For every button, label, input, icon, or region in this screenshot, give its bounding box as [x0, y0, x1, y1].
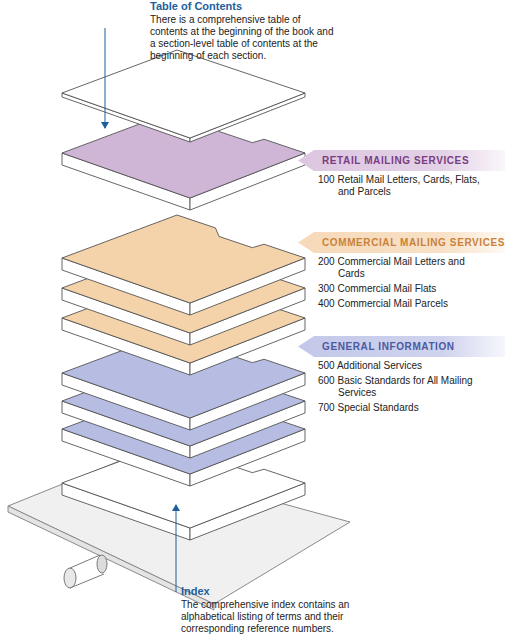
section-banner: GENERAL INFORMATION — [298, 336, 505, 357]
section-callout: RETAIL MAILING SERVICES 100 Retail Mail L… — [298, 150, 505, 198]
section-banner: COMMERCIAL MAILING SERVICES — [298, 232, 505, 253]
section-pages — [62, 50, 305, 540]
section-entry: 600 Basic Standards for All Mailing Serv… — [298, 375, 488, 399]
section-heading: RETAIL MAILING SERVICES — [298, 150, 505, 171]
section-entry: 200 Commercial Mail Letters and Cards — [298, 256, 488, 280]
callout-heading: Table of Contents — [150, 0, 350, 12]
leader-arrow — [176, 505, 177, 592]
callout-text: There is a comprehensive table of conten… — [150, 14, 335, 62]
callout-heading: Index — [181, 585, 381, 597]
section-entry: 400 Commercial Mail Parcels — [298, 298, 488, 310]
section-heading: COMMERCIAL MAILING SERVICES — [298, 232, 505, 253]
section-entry: 300 Commercial Mail Flats — [298, 283, 488, 295]
section-entry: 700 Special Standards — [298, 402, 488, 414]
section-callout: COMMERCIAL MAILING SERVICES 200 Commercia… — [298, 232, 505, 310]
section-entry: 100 Retail Mail Letters, Cards, Flats, a… — [298, 174, 488, 198]
section-banner: RETAIL MAILING SERVICES — [298, 150, 505, 171]
page-face — [62, 215, 305, 303]
section-entry: 500 Additional Services — [298, 360, 488, 372]
section-heading: GENERAL INFORMATION — [298, 336, 505, 357]
section-callout: GENERAL INFORMATION 500 Additional Servic… — [298, 336, 505, 414]
page-face — [62, 50, 305, 138]
callout-text: The comprehensive index contains an alph… — [181, 599, 396, 635]
leader-arrow — [105, 28, 106, 128]
